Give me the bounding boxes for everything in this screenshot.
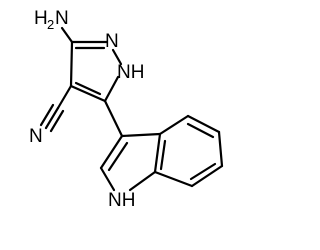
bond-n1-c5	[103, 75, 120, 103]
bond-indole-c3a-c3	[120, 132, 162, 138]
amine-n: N	[55, 8, 69, 29]
bond-indole-c3-c2	[99, 134, 124, 170]
bond-indole-c3-c2-double	[107, 141, 129, 172]
bond-indole-c2-n1	[99, 166, 116, 192]
bond-c4-c3	[69, 40, 74, 88]
bond-c4-c5	[186, 114, 221, 134]
amine-label: H 2 N	[34, 8, 69, 32]
amine-subscript: 2	[47, 17, 54, 32]
bond-c4-cn	[56, 84, 73, 110]
bond-c5-indole-c3	[103, 99, 124, 138]
amine-h: H	[34, 8, 48, 29]
bond-c7-c7a	[153, 170, 194, 188]
bond-nitrile-1	[44, 106, 60, 130]
bond-nitrile-2	[39, 103, 55, 127]
bond-c3a-c7a-double	[159, 139, 167, 171]
bond-c6-c7-double	[189, 162, 217, 181]
bond-nitrile-3	[49, 109, 65, 133]
bond-c5-c4	[69, 84, 107, 103]
bond-c5-c4-double	[74, 81, 102, 96]
bond-c3a-c4	[158, 114, 190, 136]
bond-indole-n1-c7a	[128, 170, 157, 192]
pyrazole-n1h-label: NH	[117, 62, 144, 83]
bond-amine-c3	[60, 26, 74, 44]
bond-c5-c6	[217, 130, 224, 168]
bond-n2-n1	[111, 48, 123, 66]
molecule-drawing: H 2 N N NH N NH	[29, 8, 224, 211]
bond-indole-c7a-c3a	[153, 132, 162, 174]
structure-canvas: H 2 N N NH N NH	[29, 8, 224, 211]
pyrazole-n2-label: N	[105, 31, 119, 52]
nitrile-n-label: N	[29, 126, 43, 147]
indole-nh-label: NH	[108, 190, 135, 211]
bond-c6-c7	[190, 164, 224, 188]
bond-c4-c5-double	[186, 122, 215, 139]
